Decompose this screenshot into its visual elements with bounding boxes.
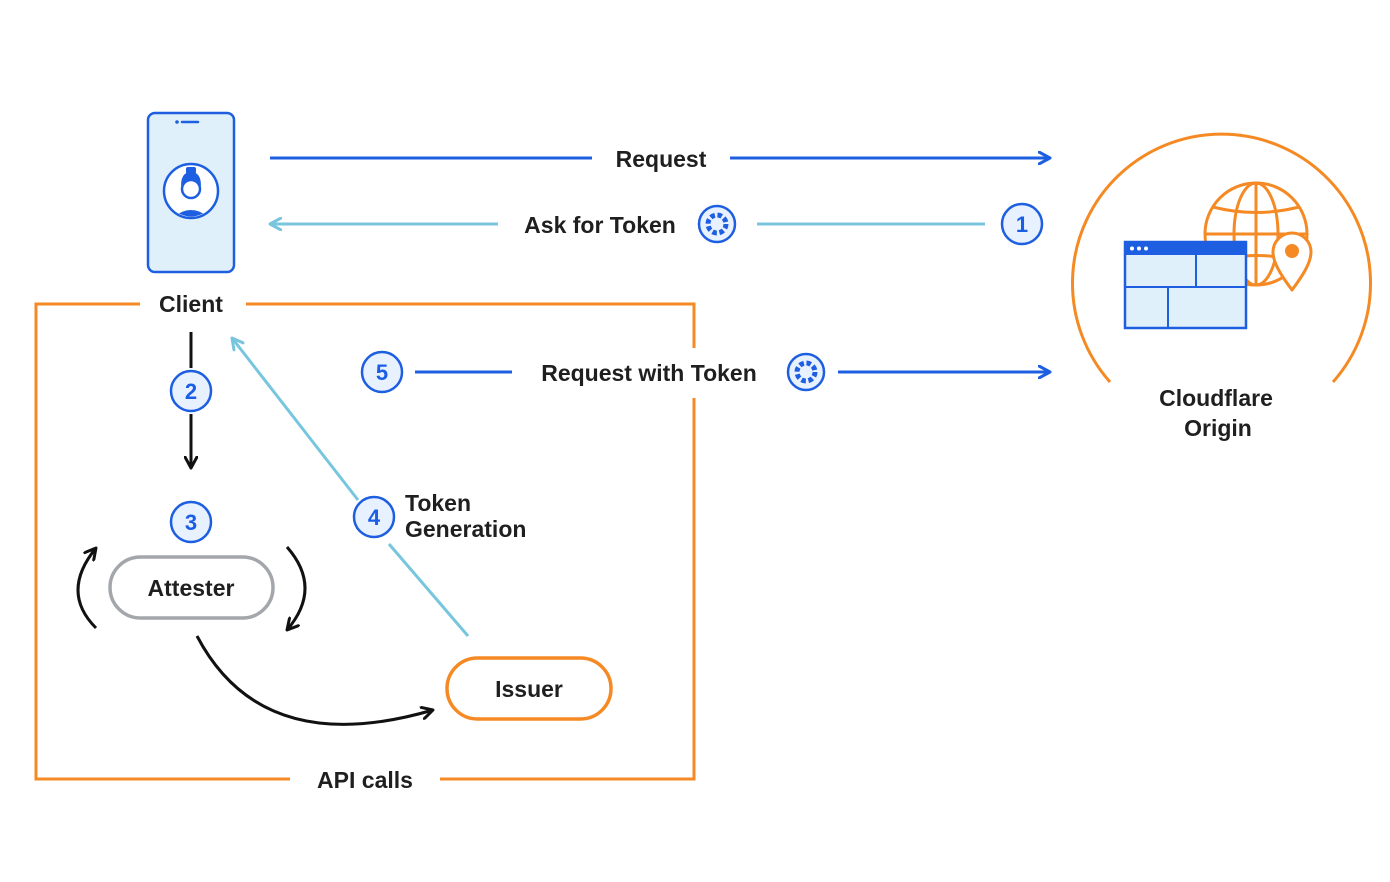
api-calls-label: API calls [317,767,413,793]
step-4-badge: 4 [352,495,396,539]
issuer-label: Issuer [495,676,563,702]
token-generation-label-line2: Generation [405,516,526,542]
attestation-loop-arrow-right [287,546,307,630]
step-5-number: 5 [376,360,388,385]
attester-node [108,555,275,620]
origin-label-line1: Cloudflare [1159,385,1273,411]
token-generation-arrow-lower [387,543,470,637]
location-pin-icon [1271,231,1313,292]
step-4-number: 4 [368,505,381,530]
attester-to-issuer-arrow [195,635,433,726]
token-generation-arrow-upper [232,338,360,501]
step-3-number: 3 [185,510,197,535]
issuer-node [445,656,613,721]
request-with-token-label: Request with Token [541,360,757,386]
request-label: Request [616,146,707,172]
step-2-number: 2 [185,379,197,404]
ask-for-token-label: Ask for Token [524,212,676,238]
token-generation-label-line1: Token [405,490,471,516]
step-1-number: 1 [1016,212,1028,237]
client-label: Client [159,291,223,317]
token-icon [697,204,737,244]
browser-window-icon [1123,240,1248,330]
api-calls-frame [34,302,696,781]
step-1-badge: 1 [1000,202,1044,246]
attestation-loop-arrow-left [76,548,96,630]
step-2-badge: 2 [169,369,213,413]
origin-circle [1071,132,1372,383]
token-icon [786,352,826,392]
origin-label-line2: Origin [1184,415,1252,441]
user-avatar-icon [162,162,220,220]
step-3-badge: 3 [169,500,213,544]
attester-label: Attester [148,575,235,601]
step-5-badge: 5 [360,350,404,394]
